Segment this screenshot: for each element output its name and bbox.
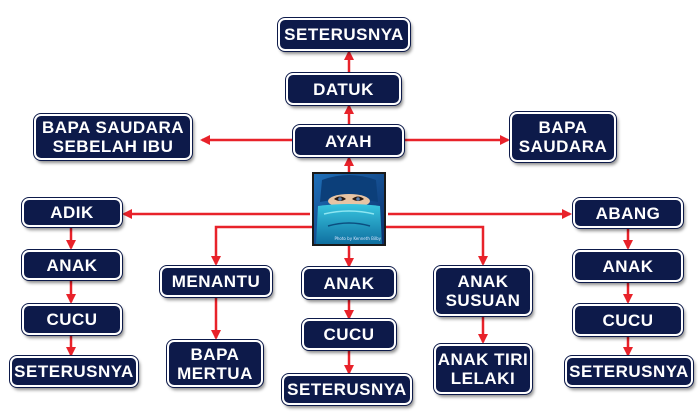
node-bapa-saudara: BAPA SAUDARA [510,112,616,162]
node-abang: ABANG [573,198,683,228]
node-anak: ANAK [302,267,396,299]
node-bapa-saudara-sebelah-ibu: BAPA SAUDARA SEBELAH IBU [34,114,192,160]
node-abang-seterusnya: SETERUSNYA [565,356,693,387]
node-ayah: AYAH [293,125,404,157]
node-cucu: CUCU [302,319,396,350]
node-menantu: MENANTU [160,266,272,297]
arrow-center-to-anak-susuan [386,225,488,266]
node-adik-anak: ANAK [22,250,122,280]
arrow-center-to-menantu [211,225,312,266]
veiled-woman-photo-icon [314,174,384,244]
node-abang-cucu: CUCU [573,304,683,336]
photo-watermark: Photo by Kenneth Bilby [334,236,381,241]
node-seterusnya-top: SETERUSNYA [278,18,410,51]
node-anak-seterusnya: SETERUSNYA [282,374,412,405]
node-abang-anak: ANAK [573,250,683,282]
node-anak-tiri-lelaki: ANAK TIRI LELAKI [434,344,532,394]
node-datuk: DATUK [286,73,401,105]
node-anak-susuan: ANAK SUSUAN [434,266,532,316]
center-photo: Photo by Kenneth Bilby [312,172,386,246]
node-adik-cucu: CUCU [22,304,122,335]
node-adik-seterusnya: SETERUSNYA [10,356,138,387]
node-bapa-mertua: BAPA MERTUA [167,340,263,387]
node-adik: ADIK [22,198,122,227]
